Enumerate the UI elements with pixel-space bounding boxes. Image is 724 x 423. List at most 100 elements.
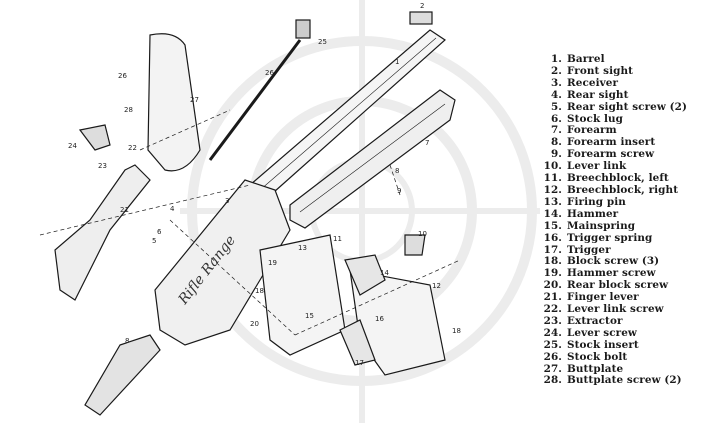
- callout-number: 10: [418, 230, 427, 238]
- part-number: 11.: [543, 172, 562, 185]
- part-number: 10.: [543, 160, 562, 173]
- part-number: 8.: [550, 136, 562, 149]
- parts-list-item: 11.Breechblock, left: [542, 172, 687, 185]
- part-name: Lever link screw: [567, 303, 664, 316]
- part-name: Front sight: [567, 64, 634, 77]
- part-name: Rear sight: [567, 88, 629, 101]
- part-number: 25.: [543, 338, 562, 351]
- parts-list-item: 14. Hammer: [542, 207, 687, 221]
- parts-list-item: 18. Block screw (3): [542, 255, 687, 268]
- part-number: 26.: [543, 350, 562, 363]
- parts-list-item: 20. Rear block screw: [542, 279, 687, 292]
- parts-list-item: 2. Front sight: [542, 64, 687, 78]
- part-name: Block screw (3): [567, 255, 660, 268]
- callout-number: 8: [395, 167, 399, 175]
- part-number: 17.: [543, 243, 562, 256]
- forearm-insert: [84, 334, 161, 416]
- part-number: 23.: [543, 314, 562, 327]
- parts-list-item: 17. Trigger: [542, 243, 687, 257]
- callout-number: 17: [355, 359, 364, 367]
- extractor: [78, 124, 111, 151]
- callout-number: 3: [225, 197, 229, 205]
- part-name: Lever link: [567, 160, 627, 173]
- callout-number: 14: [380, 269, 389, 277]
- part-number: 14.: [543, 207, 562, 220]
- part-name: Firing pin: [567, 195, 626, 208]
- lever-link: [404, 234, 426, 256]
- callout-number: 2: [420, 2, 424, 10]
- callout-number: 16: [375, 315, 384, 323]
- part-name: Forearm insert: [567, 136, 656, 149]
- callout-number: 23: [98, 162, 107, 170]
- parts-list-item: 23. Extractor: [542, 314, 687, 328]
- parts-list-item: 10. Lever link: [542, 160, 687, 173]
- part-name: Stock bolt: [567, 350, 628, 363]
- part-name: Hammer screw: [567, 267, 656, 280]
- front-sight: [409, 11, 433, 25]
- callout-number: 11: [333, 235, 342, 243]
- part-number: 24.: [543, 326, 562, 339]
- part-number: 27.: [543, 362, 562, 375]
- parts-list-item: 27.Buttplate: [542, 362, 687, 376]
- part-number: 16.: [543, 231, 562, 244]
- part-name: Rear sight screw (2): [567, 100, 687, 113]
- callout-number: 24: [68, 142, 77, 150]
- part-name: Trigger spring: [567, 231, 653, 244]
- part-name: Receiver: [567, 76, 619, 89]
- callout-number: 5: [152, 237, 156, 245]
- parts-list-item: 19.Hammer screw: [542, 267, 687, 280]
- part-number: 20.: [543, 279, 562, 292]
- part-number: 5.: [550, 100, 562, 113]
- part-number: 9.: [550, 148, 562, 161]
- finger-lever: [54, 164, 151, 301]
- parts-list-item: 5. Rear sight screw (2): [542, 100, 687, 114]
- parts-list-item: 4. Rear sight: [542, 88, 687, 102]
- parts-list-item: 21.Finger lever: [542, 291, 687, 304]
- parts-list-item: 15.Mainspring: [542, 219, 687, 233]
- part-number: 1.: [550, 53, 562, 65]
- callout-number: 22: [128, 144, 137, 152]
- callout-number: 13: [298, 244, 307, 252]
- part-number: 18.: [543, 255, 562, 268]
- part-number: 28.: [543, 374, 562, 387]
- part-name: Breechblock, right: [567, 183, 679, 196]
- parts-list-item: 16. Trigger spring: [542, 231, 687, 245]
- part-number: 2.: [550, 64, 562, 77]
- breechblock-left: [259, 234, 346, 356]
- stock-insert: [295, 19, 311, 39]
- callout-number: 8: [125, 337, 129, 345]
- part-number: 4.: [550, 88, 562, 101]
- receiver: [154, 179, 291, 346]
- part-name: Mainspring: [567, 219, 636, 232]
- callout-number: 26: [118, 72, 127, 80]
- trigger: [339, 319, 376, 366]
- part-number: 22.: [543, 303, 562, 316]
- forearm: [289, 89, 456, 229]
- parts-list-item: 9. Forearm screw: [542, 148, 687, 161]
- part-name: Extractor: [567, 314, 623, 327]
- part-name: Trigger: [567, 243, 611, 256]
- parts-list-item: 28.Buttplate screw (2): [542, 375, 687, 387]
- callout-number: 21: [120, 206, 129, 214]
- callout-number: 20: [250, 320, 259, 328]
- callout-number: 4: [170, 205, 175, 213]
- parts-list-item: 22. Lever link screw: [542, 303, 687, 316]
- part-name: Hammer: [567, 207, 619, 220]
- callout-number: 6: [157, 228, 162, 236]
- part-name: Rear block screw: [567, 279, 669, 292]
- part-number: 3.: [550, 76, 562, 89]
- part-number: 13.: [543, 195, 562, 208]
- callout-number: 7: [425, 139, 429, 147]
- part-name: Forearm: [567, 124, 617, 137]
- callout-number: 12: [432, 282, 441, 290]
- callout-number: 18: [255, 287, 264, 295]
- part-name: Forearm screw: [567, 148, 655, 161]
- buttplate: [147, 33, 201, 172]
- callout-number: 26: [265, 69, 274, 77]
- part-number: 6.: [550, 112, 562, 125]
- parts-list-item: 8. Forearm insert: [542, 136, 687, 149]
- parts-list-item: 25.Stock insert: [542, 338, 687, 352]
- parts-list-item: 7.Forearm: [542, 124, 687, 137]
